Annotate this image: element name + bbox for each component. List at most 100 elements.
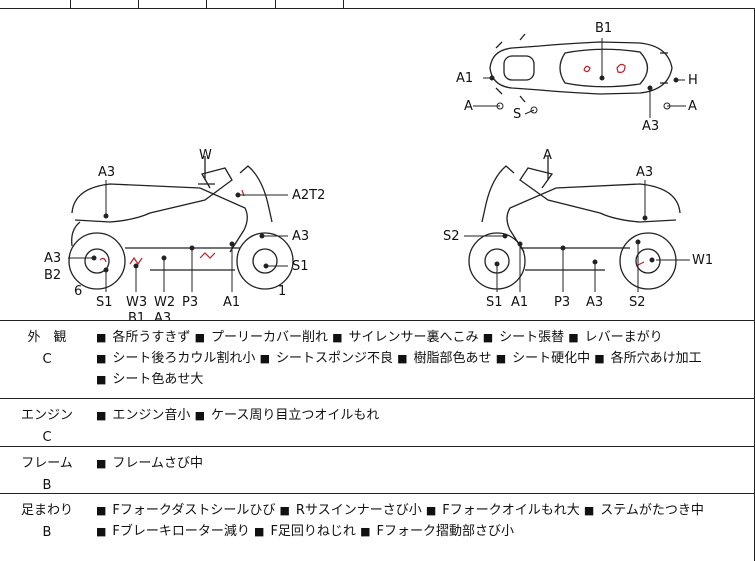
note-item: ■ シート後ろカウル割れ小 <box>96 351 255 366</box>
note-item: ■レバーまがり <box>568 330 662 345</box>
bullet-icon: ■ <box>194 409 205 422</box>
note-item: ■Fフォーク摺動部さび小 <box>360 524 514 539</box>
label-right-a3: A3 <box>586 295 603 310</box>
grade-label: C <box>42 430 52 445</box>
section-suspension: 足まわり B ■Fフォークダストシールひび ■Rサスインナーさび小 ■Fフォーク… <box>0 494 755 561</box>
label-right-a1: A1 <box>511 295 528 310</box>
bullet-icon: ■ <box>425 504 437 517</box>
category-cell: 外 観 C <box>8 327 86 371</box>
label-left-6: 6 <box>74 284 82 299</box>
section-engine: エンジン C ■エンジン音小 ■ケース周り目立つオイルもれ <box>0 399 755 447</box>
note-item: ■シート硬化中 <box>496 351 590 366</box>
label-top-a1: A1 <box>456 71 473 86</box>
bullet-icon: ■ <box>96 373 107 386</box>
note-text: Fフォークオイルもれ大 <box>442 503 580 518</box>
category-label: 外 観 <box>27 330 67 345</box>
label-right-p3: P3 <box>554 295 570 310</box>
note-text: 各所うすきず <box>112 330 191 345</box>
note-item: ■ シート色あせ大 <box>96 372 203 387</box>
note-item: ■Rサスインナーさび小 <box>280 503 422 518</box>
damage-diagram: B1 A1 H A S A A3 W A3 A2T2 A3 A3 B2 S1 6… <box>0 8 755 321</box>
note-item: ■ 各所うすきず <box>96 330 190 345</box>
label-left-b2: B2 <box>44 268 61 283</box>
note-text: シートスポンジ不良 <box>275 351 393 366</box>
note-text: エンジン音小 <box>112 408 191 423</box>
note-item: ■ ケース周り目立つオイルもれ <box>195 408 380 423</box>
note-item: ■シート張替 <box>483 330 564 345</box>
label-left-w3: W3 <box>126 295 147 310</box>
note-item: ■フレームさび中 <box>96 456 203 471</box>
label-left-1: 1 <box>278 284 286 299</box>
note-text: サイレンサー裏へこみ <box>348 330 479 345</box>
note-text: Fフォークダストシールひび <box>112 503 276 518</box>
label-left-w2: W2 <box>154 295 175 310</box>
label-left-a3-right: A3 <box>292 229 309 244</box>
label-left-p3: P3 <box>182 295 198 310</box>
note-text: シート色あせ大 <box>112 372 204 387</box>
category-label: フレーム <box>21 456 73 471</box>
section-exterior: 外 観 C ■各所うすきず ■プーリーカバー削れ ■サイレンサー裏へこみ ■シー… <box>0 321 755 399</box>
note-item: ■ F足回りねじれ <box>254 524 356 539</box>
bullet-icon: ■ <box>583 504 595 517</box>
note-text: 樹脂部色あせ <box>413 351 492 366</box>
category-label: エンジン <box>20 408 73 423</box>
label-left-w: W <box>199 148 212 163</box>
note-item: ■ エンジン音小 <box>96 408 190 423</box>
note-item: ■ Fフォークダストシールひび <box>96 503 275 518</box>
note-item: ■ Fフォークオイルもれ大 <box>426 503 580 518</box>
bullet-icon: ■ <box>96 504 107 517</box>
note-text: レバーまがり <box>584 330 663 345</box>
label-right-w1: W1 <box>692 253 713 268</box>
bullet-icon: ■ <box>254 525 265 538</box>
category-cell: 足まわり B <box>8 500 86 544</box>
note-text: フレームさび中 <box>112 456 204 471</box>
note-text: F足回りねじれ <box>270 524 356 539</box>
label-top-b1: B1 <box>595 21 612 36</box>
label-right-a: A <box>543 148 552 163</box>
note-item: ■ 樹脂部色あせ <box>397 351 491 366</box>
grade-label: C <box>42 352 52 367</box>
label-left-a2t2: A2T2 <box>292 188 325 203</box>
label-left-a3-bottom: A3 <box>154 311 171 320</box>
bullet-icon: ■ <box>194 331 205 344</box>
section-frame: フレーム B ■フレームさび中 <box>0 447 755 494</box>
note-text: シート後ろカウル割れ小 <box>112 351 256 366</box>
bullet-icon: ■ <box>96 409 107 422</box>
notes-list: ■フレームさび中 <box>96 453 746 474</box>
note-item: ■ シートスポンジ不良 <box>260 351 393 366</box>
top-view-scooter <box>489 33 673 103</box>
notes-list: ■エンジン音小 ■ケース周り目立つオイルもれ <box>96 405 746 426</box>
grade-label: B <box>42 478 52 493</box>
label-right-s2: S2 <box>629 295 646 310</box>
label-left-s1-right: S1 <box>292 259 309 274</box>
label-left-a1: A1 <box>223 295 240 310</box>
bullet-icon: ■ <box>96 331 107 344</box>
bullet-icon: ■ <box>259 352 270 365</box>
note-text: ケース周り目立つオイルもれ <box>210 408 380 423</box>
note-text: シート張替 <box>499 330 565 345</box>
label-top-a-left: A <box>464 99 473 114</box>
label-right-s1: S1 <box>486 295 503 310</box>
left-side-scooter <box>68 156 294 290</box>
notes-list: ■各所うすきず ■プーリーカバー削れ ■サイレンサー裏へこみ ■シート張替 ■レ… <box>96 327 746 390</box>
label-left-a3-top: A3 <box>98 165 115 180</box>
bullet-icon: ■ <box>332 331 343 344</box>
annotation-dots <box>68 38 690 292</box>
note-text: 各所穴あけ加工 <box>610 351 702 366</box>
category-cell: フレーム B <box>8 453 86 497</box>
bullet-icon: ■ <box>360 525 371 538</box>
note-item: ■ サイレンサー裏へこみ <box>332 330 478 345</box>
note-item: ■Fブレーキローター減り <box>96 524 250 539</box>
label-top-a-right: A <box>688 99 697 114</box>
label-top-a3: A3 <box>642 119 659 134</box>
category-cell: エンジン C <box>8 405 86 449</box>
note-item: ■ステムがたつき中 <box>584 503 704 518</box>
bullet-icon: ■ <box>96 352 107 365</box>
label-left-a3-left: A3 <box>44 251 61 266</box>
bullet-icon: ■ <box>96 525 107 538</box>
label-left-b1: B1 <box>128 311 145 320</box>
label-top-s: S <box>513 107 521 122</box>
bullet-icon: ■ <box>397 352 408 365</box>
note-text: プーリーカバー削れ <box>210 330 328 345</box>
